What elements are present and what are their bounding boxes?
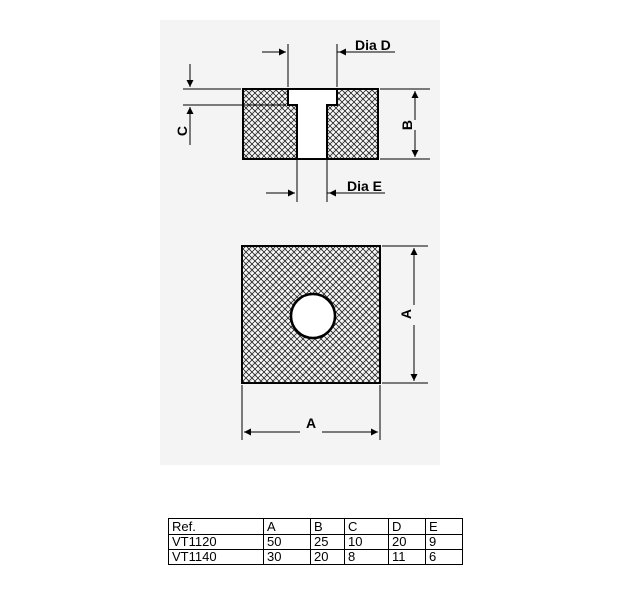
cell-ref: VT1140 (168, 549, 264, 565)
dia-e-label: Dia E (347, 178, 382, 194)
cell-d: 20 (388, 534, 426, 550)
dia-d-dimension: Dia D (262, 37, 395, 87)
a-horizontal-label: A (306, 415, 316, 431)
cell-a: 50 (263, 534, 311, 550)
cell-e: 9 (425, 534, 463, 550)
dimension-table: Ref. A B C D E VT1120 50 25 10 20 9 VT11… (168, 518, 463, 565)
side-view-bore (288, 90, 337, 158)
header-d: D (388, 518, 426, 535)
b-label: B (399, 120, 415, 130)
cell-d: 11 (388, 549, 426, 565)
header-ref: Ref. (168, 518, 264, 535)
cell-a: 30 (263, 549, 311, 565)
cell-c: 8 (344, 549, 389, 565)
cell-c: 10 (344, 534, 389, 550)
header-e: E (425, 518, 463, 535)
b-dimension: B (380, 88, 430, 160)
table-row: VT1140 30 20 8 11 6 (168, 549, 463, 565)
cell-ref: VT1120 (168, 534, 264, 550)
dia-e-dimension: Dia E (266, 160, 385, 202)
side-view: Dia D Dia E C B (174, 37, 430, 202)
a-horizontal-dimension: A (241, 385, 381, 440)
top-view-hole (289, 292, 337, 340)
table-header-row: Ref. A B C D E (168, 518, 463, 535)
header-b: B (310, 518, 345, 535)
c-dimension: C (174, 64, 286, 145)
technical-drawing: Dia D Dia E C B (174, 37, 430, 440)
c-label: C (174, 126, 190, 136)
table-row: VT1120 50 25 10 20 9 (168, 534, 463, 550)
cell-e: 6 (425, 549, 463, 565)
cell-b: 25 (310, 534, 345, 550)
top-view: A A (241, 245, 428, 440)
cell-b: 20 (310, 549, 345, 565)
a-vertical-dimension: A (382, 245, 428, 384)
header-a: A (263, 518, 311, 535)
a-vertical-label: A (398, 309, 414, 319)
header-c: C (344, 518, 389, 535)
dia-d-label: Dia D (355, 37, 391, 53)
